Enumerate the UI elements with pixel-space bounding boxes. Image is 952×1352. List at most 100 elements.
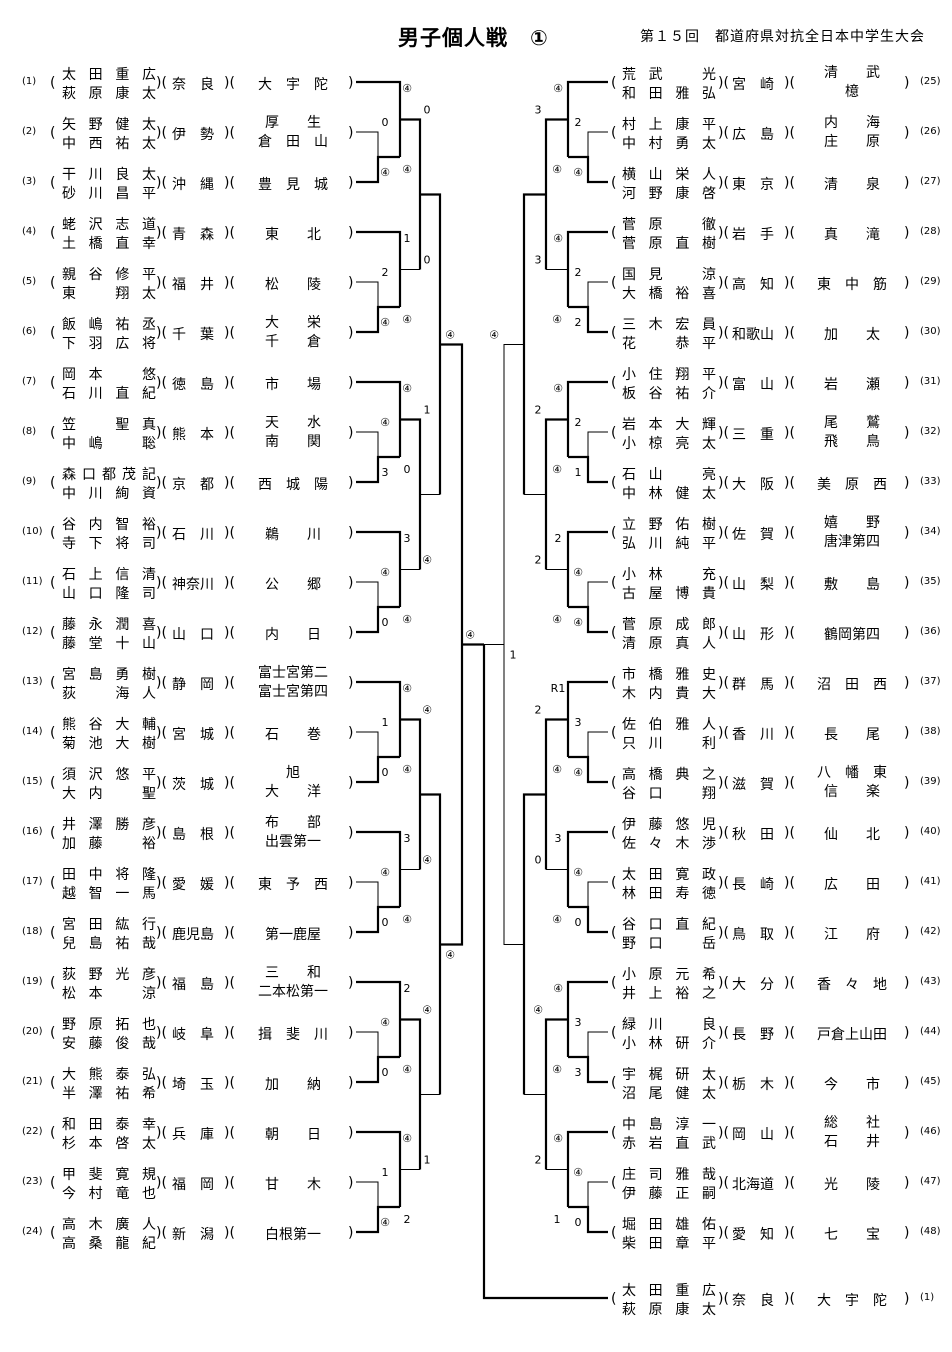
name-char: 都 (102, 467, 116, 483)
match-score: 1 (404, 232, 411, 245)
name-char: 今 (62, 1186, 76, 1202)
name-char: 中 (62, 436, 76, 452)
name-char: 廣 (115, 1217, 130, 1233)
paren-sep: )( (718, 175, 729, 191)
name-char: 輝 (702, 417, 716, 433)
name-char: 原 (648, 217, 663, 233)
name-char: 堀 (622, 1217, 636, 1233)
entry-number: (47) (920, 1176, 941, 1187)
paren-close: ) (348, 1075, 354, 1091)
bracket-line (356, 155, 400, 184)
name-char: 之 (702, 986, 716, 1002)
school: 揖 斐 川 (238, 1024, 348, 1044)
school-line: 天 水 (265, 415, 321, 431)
school-line: 鵜 川 (265, 527, 321, 543)
paren-open: ( (611, 775, 617, 791)
name-char: 龍 (115, 1236, 130, 1252)
name-char: 健 (115, 117, 130, 133)
paren-close: ) (348, 775, 354, 791)
name-char: 木 (88, 1217, 103, 1233)
bracket-line (568, 605, 608, 634)
bracket-line (587, 431, 608, 457)
prefecture: 静 岡 (172, 677, 214, 693)
name-char: 充 (702, 567, 716, 583)
name-char: 樹 (702, 236, 716, 252)
bracket-line (587, 131, 608, 157)
paren-close: ) (904, 375, 910, 391)
name-char: 飯 (62, 317, 76, 333)
name-char: 太 (142, 167, 156, 183)
name-char: 大 (115, 736, 130, 752)
name-char: 太 (142, 86, 156, 102)
school: 松 陵 (238, 274, 348, 294)
paren-close: ) (348, 1225, 354, 1241)
bracket-line (356, 281, 379, 307)
match-score: ④ (402, 313, 412, 326)
paren-sep: )( (224, 925, 235, 941)
paren-sep: )( (718, 725, 729, 741)
paren-open: ( (50, 275, 56, 291)
paren-sep: )( (224, 125, 235, 141)
paren-sep: )( (224, 175, 235, 191)
match-score: 2 (555, 532, 562, 545)
paren-sep: )( (718, 75, 729, 91)
name-char: 梶 (648, 1067, 663, 1083)
paren-open: ( (611, 875, 617, 891)
paren-sep: )( (718, 225, 729, 241)
name-char: 貴 (702, 586, 716, 602)
name-char: 桑 (88, 1236, 103, 1252)
name-char: 平 (702, 336, 716, 352)
match-score: 0 (424, 254, 431, 267)
name-char: 椋 (648, 436, 663, 452)
bracket-line (568, 1205, 608, 1234)
prefecture: 千 葉 (172, 327, 214, 343)
name-char: 川 (648, 736, 663, 752)
entry-number: (15) (22, 776, 43, 787)
paren-open: ( (50, 425, 56, 441)
match-score: 2 (535, 1154, 542, 1167)
name-char: 喜 (142, 617, 156, 633)
paren-open: ( (50, 625, 56, 641)
match-score: ④ (552, 163, 562, 176)
name-char: 希 (142, 1086, 156, 1102)
name-char: 谷 (622, 786, 636, 802)
name-char: 雅 (675, 667, 690, 683)
match-score: ④ (553, 382, 563, 395)
name-char: 々 (648, 836, 663, 852)
paren-close: ) (904, 825, 910, 841)
prefecture: 奈 良 (172, 77, 214, 93)
name-char: 杉 (62, 1136, 76, 1152)
name-char: 拓 (115, 1017, 130, 1033)
paren-sep: )( (224, 575, 235, 591)
name-char: 康 (675, 1302, 690, 1318)
match-score: ④ (402, 163, 412, 176)
name-char: 平 (702, 1236, 716, 1252)
match-score: 3 (555, 832, 562, 845)
school: 長 尾 (800, 724, 904, 744)
name-char: 萩 (62, 86, 76, 102)
match-score: ④ (380, 866, 390, 879)
name-char: 安 (62, 1036, 76, 1052)
name-char: 也 (142, 1017, 156, 1033)
paren-sep: )( (156, 375, 167, 391)
name-char: 高 (62, 1217, 76, 1233)
bracket-line (356, 131, 379, 157)
entry-number: (48) (920, 1226, 941, 1237)
bracket-line (420, 193, 442, 495)
prefecture: 岐 阜 (172, 1027, 214, 1043)
name-char: 健 (675, 1086, 690, 1102)
prefecture: 伊 勢 (172, 127, 214, 143)
paren-sep: )( (784, 675, 795, 691)
match-score: ④ (380, 566, 390, 579)
paren-close: ) (904, 75, 910, 91)
paren-open: ( (50, 1125, 56, 1141)
entry-number: (27) (920, 176, 941, 187)
school: 白根第一 (238, 1224, 348, 1244)
bracket-line (566, 830, 608, 907)
paren-sep: )( (224, 1025, 235, 1041)
name-char: 谷 (62, 517, 76, 533)
school: 加 納 (238, 1074, 348, 1094)
paren-sep: )( (784, 1075, 795, 1091)
paren-close: ) (904, 1175, 910, 1191)
